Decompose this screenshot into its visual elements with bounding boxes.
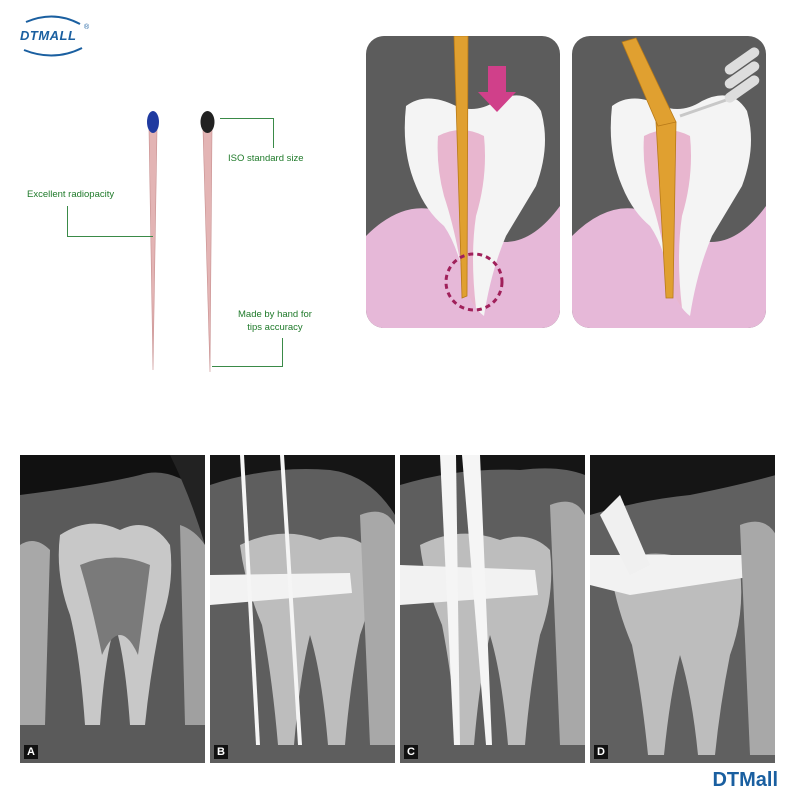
- callout-line: [282, 338, 283, 366]
- logo-arc-icon: [23, 15, 83, 57]
- xray-panel-d: D: [590, 455, 775, 763]
- xray-image-b: [210, 455, 395, 763]
- highlight-circle-icon: [444, 252, 504, 312]
- callout-hand-made-line1: Made by hand for: [238, 309, 312, 320]
- xray-panel-b: B: [210, 455, 395, 763]
- xray-image-c: [400, 455, 585, 763]
- brand-footer: DTMall: [712, 769, 778, 791]
- gutta-percha-point-black: [200, 111, 215, 373]
- callout-line: [67, 236, 153, 237]
- callout-line: [220, 118, 274, 119]
- panel-label-d: D: [594, 745, 608, 759]
- panel-label-c: C: [404, 745, 418, 759]
- xray-panel-c: C: [400, 455, 585, 763]
- logo-registered-mark: ®: [84, 24, 90, 31]
- xray-strip: A B C: [20, 455, 776, 763]
- tooth-diagram-condensation: [572, 36, 766, 328]
- dtmall-logo: DTMALL ®: [14, 14, 94, 60]
- xray-image-a: [20, 455, 205, 763]
- logo-text: DTMALL: [20, 28, 77, 43]
- callout-hand-made-line2: tips accuracy: [247, 322, 303, 333]
- panel-label-a: A: [24, 745, 38, 759]
- gutta-percha-point-blue: [147, 111, 159, 371]
- callout-radiopacity: Excellent radiopacity: [27, 189, 115, 200]
- tooth-diagram-insertion: [366, 36, 560, 328]
- callout-line: [67, 206, 68, 236]
- xray-panel-a: A: [20, 455, 205, 763]
- heat-carrier-icon: [724, 47, 760, 103]
- xray-image-d: [590, 455, 775, 763]
- callout-iso-size: ISO standard size: [228, 153, 304, 164]
- gutta-percha-points-illustration: [147, 111, 215, 373]
- callout-line: [273, 118, 274, 148]
- black-cap-icon: [200, 111, 215, 133]
- blue-cap-icon: [147, 111, 159, 133]
- down-arrow-icon: [478, 66, 516, 112]
- callout-hand-made: Made by hand for tips accuracy: [238, 308, 312, 334]
- panel-label-b: B: [214, 745, 228, 759]
- callout-line: [212, 366, 283, 367]
